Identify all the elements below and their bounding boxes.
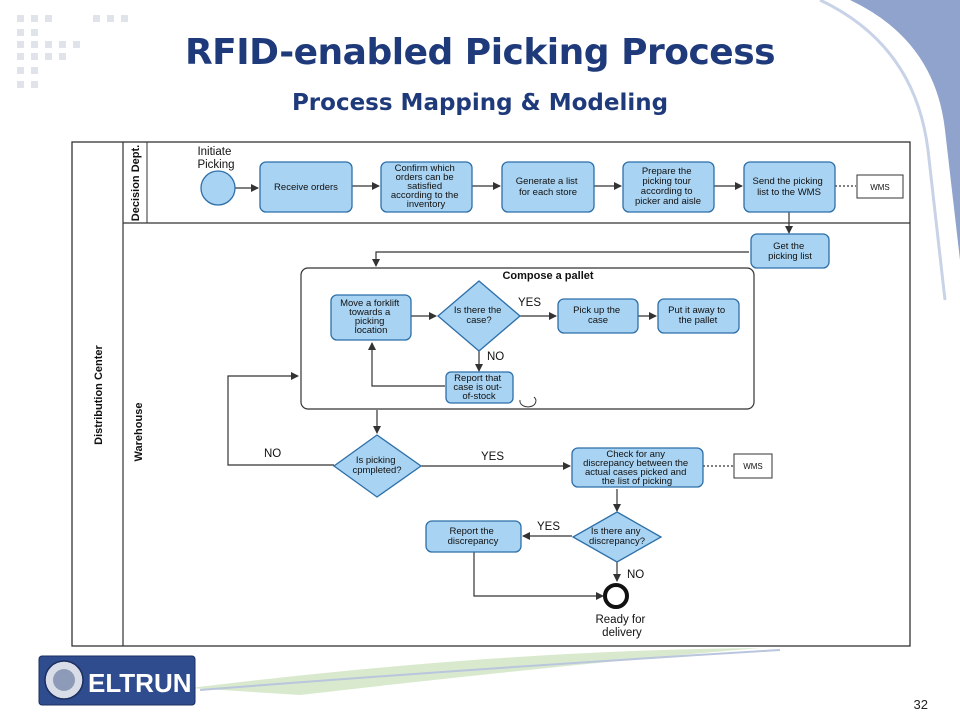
svg-text:WMS: WMS (870, 183, 890, 192)
label-no-case: NO (487, 351, 504, 363)
task-put-away-pallet: Put it away to the pallet (657, 298, 740, 334)
sequence-flows (227, 182, 856, 600)
loop-marker-icon (519, 396, 537, 408)
page-number: 32 (913, 697, 928, 712)
svg-text:Receive orders: Receive orders (274, 182, 338, 193)
svg-text:Prepare the picking tour: Prepare the picking tour according to pi… (635, 166, 701, 207)
end-event-label: Ready for delivery (595, 614, 648, 639)
start-event (200, 170, 236, 206)
subprocess-title: Compose a pallet (502, 270, 593, 282)
svg-text:Send the picking list to: Send the picking list to the WMS (753, 176, 826, 198)
svg-text:Generate a list for each: Generate a list for each store (516, 176, 580, 198)
gateway-is-there-case: Is there the case? (436, 280, 522, 352)
label-yes-completed: YES (481, 451, 504, 463)
pool-label: Distribution Center (93, 344, 105, 444)
end-event (603, 583, 629, 609)
slide-title: RFID-enabled Picking Process (184, 32, 776, 73)
task-move-forklift: Move a forklift towards a picking locati… (330, 294, 412, 341)
task-prepare-tour: Prepare the picking tour according to pi… (622, 161, 715, 213)
task-send-list: Send the picking list to the WMS (743, 161, 836, 213)
svg-text:Is there any discrepancy: Is there any discrepancy? (589, 526, 645, 547)
start-event-label: Initiate Picking (197, 146, 234, 171)
svg-text:Report that case is out-: Report that case is out- of-stock (453, 373, 504, 402)
task-pick-up-case: Pick up the case (557, 298, 639, 334)
gateway-is-there-discrepancy: Is there any discrepancy? (571, 511, 663, 563)
subprocess-compose-pallet (300, 267, 755, 410)
svg-text:Report the discrepancy: Report the discrepancy (448, 526, 499, 547)
task-check-discrepancy: Check for any discrepancy between the ac… (571, 447, 704, 488)
svg-text:Check for any discrepanc: Check for any discrepancy between the ac… (583, 449, 691, 487)
svg-text:Is there the case?: Is there the case? (454, 305, 504, 326)
task-generate-list: Generate a list for each store (501, 161, 595, 213)
data-object-wms-2: WMS (733, 453, 773, 479)
dot-pattern (17, 15, 128, 88)
svg-text:Is picking cpmpleted?: Is picking cpmpleted? (352, 455, 401, 476)
gateway-is-picking-completed: Is picking cpmpleted? (332, 434, 423, 498)
lane-label-decision: Decision Dept. (130, 145, 142, 221)
svg-text:Pick up the case: Pick up the case (573, 305, 623, 326)
label-yes-discrepancy: YES (537, 521, 560, 533)
label-no-completed: NO (264, 448, 281, 460)
data-object-wms-1: WMS (856, 174, 904, 199)
corner-swoosh-line (819, 0, 947, 301)
corner-swoosh (850, 0, 960, 260)
label-yes-case: YES (518, 297, 541, 309)
task-report-out-of-stock: Report that case is out- of-stock (445, 371, 514, 404)
logo-text: ELTRUN (88, 668, 192, 698)
label-no-discrepancy: NO (627, 569, 644, 581)
task-report-discrepancy: Report the discrepancy (425, 520, 522, 553)
svg-text:Put it away to the palle: Put it away to the pallet (668, 305, 728, 326)
svg-text:WMS: WMS (743, 462, 763, 471)
lane-label-warehouse: Warehouse (133, 403, 145, 462)
eltrun-logo: ELTRUN (38, 655, 196, 706)
slide-subtitle: Process Mapping & Modeling (291, 90, 669, 116)
svg-text:Confirm which orders can: Confirm which orders can be satisfied ac… (391, 163, 461, 210)
task-get-picking-list: Get the picking list (750, 233, 830, 269)
task-receive-orders: Receive orders (259, 161, 353, 213)
task-confirm-orders: Confirm which orders can be satisfied ac… (380, 161, 473, 213)
bottom-swoosh-line (199, 649, 781, 691)
svg-text:Get the picking list: Get the picking list (768, 241, 812, 262)
svg-text:Move a forklift towards: Move a forklift towards a picking locati… (340, 298, 402, 336)
